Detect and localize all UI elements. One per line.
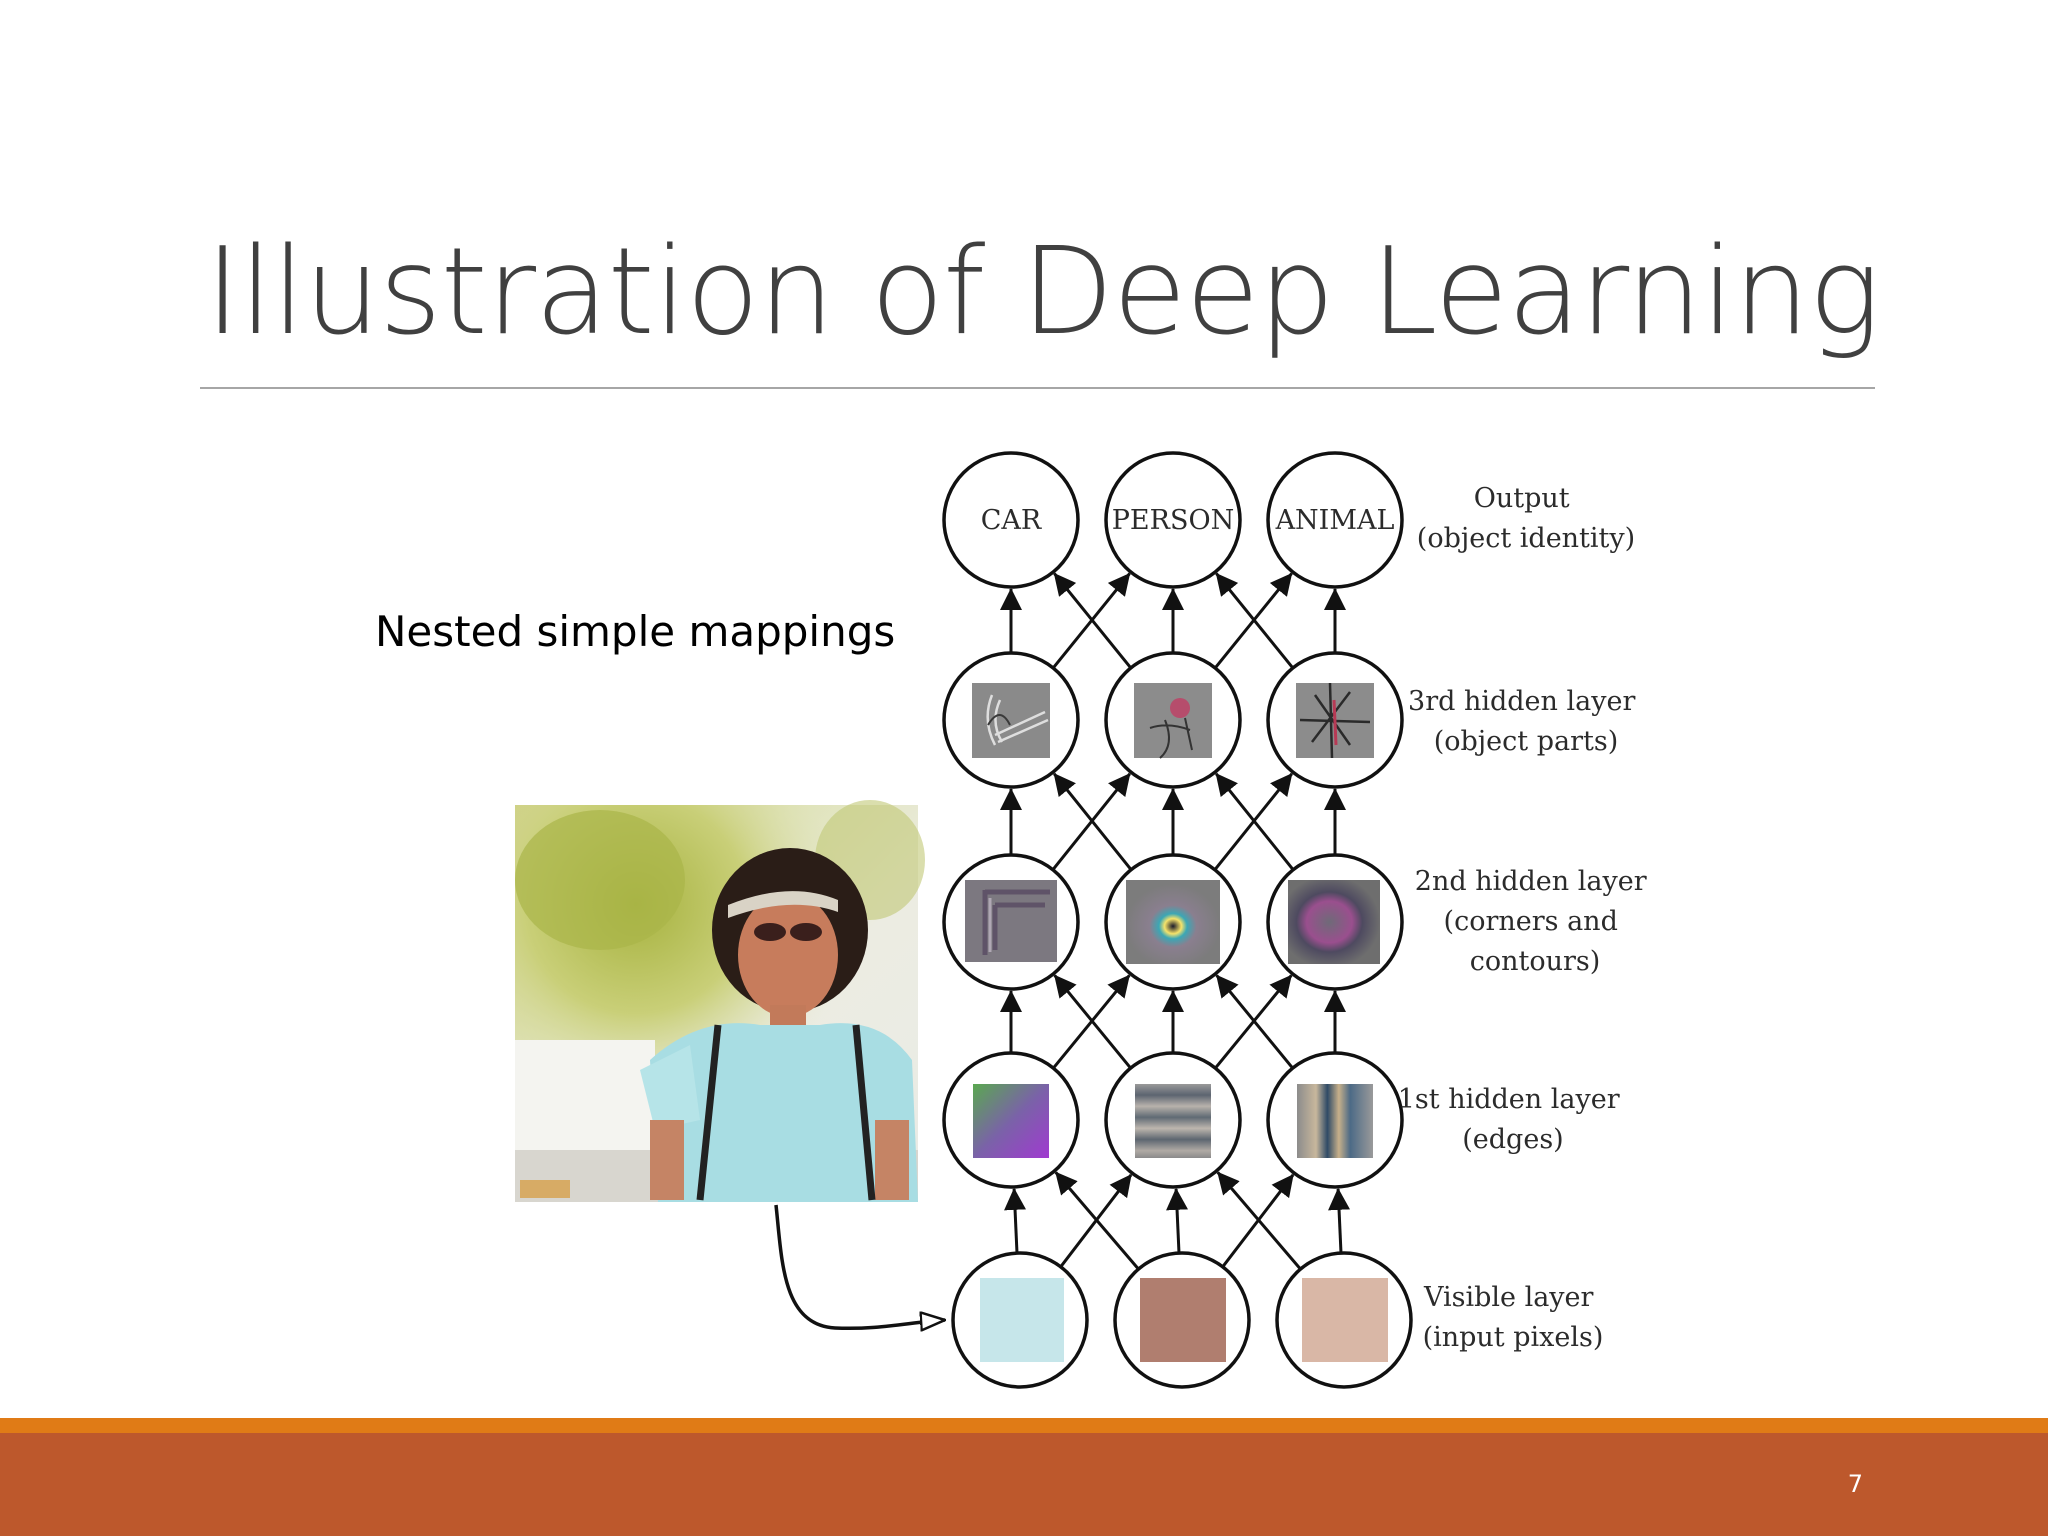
person-in-visor-photo bbox=[515, 800, 925, 1202]
output-node-car-label: CAR bbox=[981, 505, 1042, 536]
edge-feature-3 bbox=[1297, 1084, 1373, 1158]
connection-arrow bbox=[1215, 772, 1295, 871]
edge-feature-1 bbox=[973, 1084, 1049, 1158]
connection-arrow bbox=[1004, 1187, 1027, 1254]
output-node-animal bbox=[1266, 451, 1404, 589]
connection-arrow bbox=[1328, 1187, 1351, 1254]
label-visible-layer: Visible layer (input pixels) bbox=[1423, 1282, 1604, 1353]
deep-learning-diagram: CAR PERSON ANIMAL bbox=[515, 451, 1655, 1389]
title-divider bbox=[200, 387, 1875, 389]
output-node-person bbox=[1104, 451, 1242, 589]
output-node-car bbox=[942, 451, 1080, 589]
connection-arrow bbox=[1054, 1171, 1140, 1271]
layer-labels: Output (object identity) 3rd hidden laye… bbox=[1398, 483, 1655, 1353]
visible-layer bbox=[951, 1251, 1413, 1389]
edge-feature-2 bbox=[1135, 1084, 1211, 1158]
connection-arrow bbox=[1053, 772, 1133, 871]
connection-arrow bbox=[1053, 974, 1132, 1070]
hidden-layer-3 bbox=[942, 651, 1404, 789]
input-pixel-1 bbox=[980, 1278, 1064, 1362]
corner-feature-3 bbox=[1288, 880, 1380, 964]
footer-accent-stripe bbox=[0, 1418, 2048, 1433]
label-hidden-layer-3: 3rd hidden layer (object parts) bbox=[1408, 686, 1644, 757]
output-node-animal-label: ANIMAL bbox=[1275, 505, 1395, 536]
page-number: 7 bbox=[1847, 1470, 1863, 1498]
connection-arrow bbox=[1216, 1171, 1302, 1271]
label-output: Output (object identity) bbox=[1417, 483, 1635, 554]
corner-feature-2 bbox=[1126, 880, 1220, 964]
corner-feature-1 bbox=[965, 880, 1057, 962]
input-arrow bbox=[774, 1204, 945, 1328]
object-part-feature-person bbox=[1134, 683, 1212, 759]
subtitle-text: Nested simple mappings bbox=[375, 607, 896, 656]
hidden-layer-2 bbox=[942, 853, 1404, 991]
connection-arrow bbox=[1166, 1187, 1189, 1254]
connection-arrow bbox=[1215, 572, 1294, 669]
connection-arrow bbox=[1053, 572, 1132, 669]
footer-bar bbox=[0, 1433, 2048, 1536]
input-pixel-3 bbox=[1302, 1278, 1388, 1362]
object-part-feature-animal bbox=[1296, 682, 1374, 759]
label-hidden-layer-2: 2nd hidden layer (corners and contours) bbox=[1415, 866, 1655, 977]
output-layer: CAR PERSON ANIMAL bbox=[942, 451, 1404, 589]
slide-title: Illustration of Deep Learning bbox=[205, 223, 1881, 362]
hidden-layer-1 bbox=[942, 1051, 1404, 1189]
object-part-feature-car bbox=[972, 683, 1050, 758]
input-pixel-2 bbox=[1140, 1278, 1226, 1362]
connection-arrow bbox=[1215, 974, 1294, 1070]
layer-connections bbox=[1000, 572, 1351, 1271]
output-node-person-label: PERSON bbox=[1112, 505, 1234, 536]
label-hidden-layer-1: 1st hidden layer (edges) bbox=[1398, 1084, 1628, 1155]
